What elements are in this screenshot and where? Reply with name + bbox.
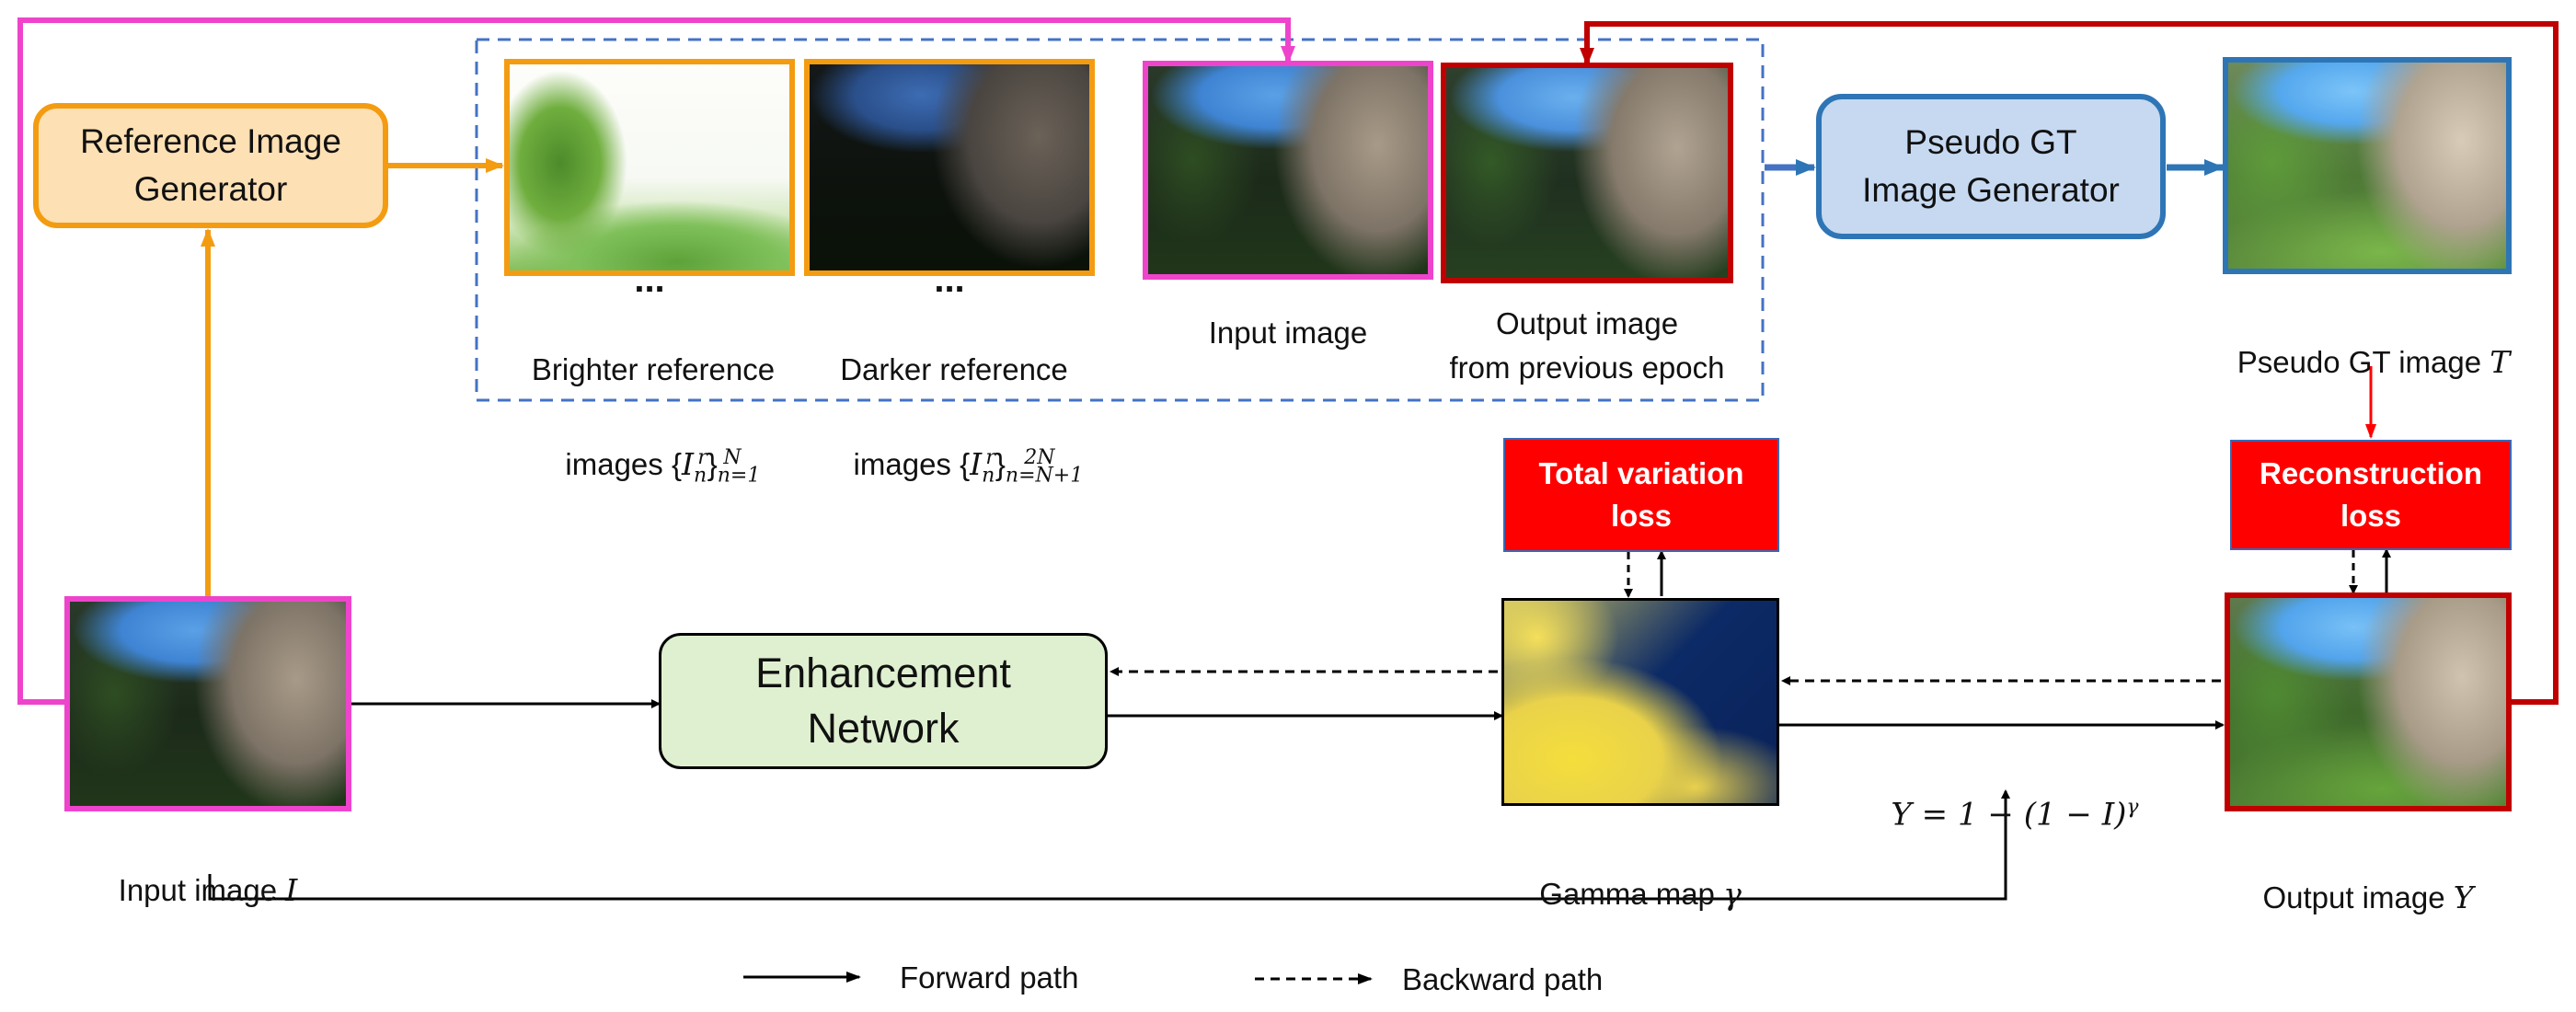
brighter-caption-line1: Brighter reference (531, 352, 776, 386)
input-symbol: I (285, 872, 298, 908)
output-previous-epoch-caption: Output image from previous epoch (1449, 306, 1725, 385)
total-variation-loss-box: Total variation loss (1503, 438, 1779, 552)
pseudo-gt-caption: Pseudo GT image T (2237, 344, 2511, 380)
brighter-dots: ... (634, 259, 665, 300)
gamma-map-image (1501, 598, 1779, 806)
magenta-loop-arrow (17, 17, 1295, 705)
darker-sub: n=N+1 (1005, 464, 1084, 488)
input-image-caption: Input image I (118, 872, 298, 908)
input-image-top-caption: Input image (1208, 316, 1368, 350)
pseudo-gt-generator-box: Pseudo GT Image Generator (1816, 94, 2166, 239)
gamma-equation-exponent: γ (2126, 796, 2139, 819)
pseudo-gt-image (2223, 57, 2512, 274)
brighter-sup: N (723, 446, 742, 469)
gamma-symbol: γ (1723, 876, 1742, 912)
darker-symbol: Inr (970, 446, 995, 488)
darker-reference-image (804, 59, 1095, 276)
pseudo-gt-symbol: T (2490, 344, 2511, 380)
output-image-caption: Output image Y (2262, 880, 2474, 915)
legend-backward-label: Backward path (1402, 962, 1604, 996)
darker-caption-line1: Darker reference (840, 352, 1068, 386)
darker-caption-line2: images { (853, 447, 971, 481)
darker-caption: Darker reference images {Inr}n=N+12N (840, 352, 1084, 488)
legend-forward-label: Forward path (900, 960, 1079, 995)
darker-sup: 2N (1024, 446, 1055, 469)
brighter-reference-image (504, 59, 795, 276)
brighter-sub: n=1 (717, 464, 761, 488)
output-previous-epoch-image (1441, 63, 1733, 283)
input-image (64, 596, 351, 811)
brighter-caption-line2: images { (565, 447, 682, 481)
darker-dots: ... (934, 259, 965, 300)
gamma-equation: Y = 1 − (1 − I)γ (1891, 796, 2139, 834)
input-image-top (1143, 61, 1433, 280)
brighter-symbol: Inr (681, 446, 707, 488)
darkred-loop-arrow (1580, 21, 2559, 705)
reconstruction-loss-box: Reconstruction loss (2230, 440, 2512, 550)
reference-image-generator-box: Reference Image Generator (33, 103, 388, 228)
brighter-caption: Brighter reference images {Inr}n=1N (531, 352, 776, 488)
enhancement-network-box: Enhancement Network (659, 633, 1108, 769)
output-symbol: Y (2453, 880, 2474, 915)
output-image (2225, 592, 2512, 811)
forward-input-to-equation (208, 789, 2010, 901)
gamma-map-caption: Gamma map γ (1539, 876, 1742, 912)
reference-group-frame (475, 38, 1765, 402)
